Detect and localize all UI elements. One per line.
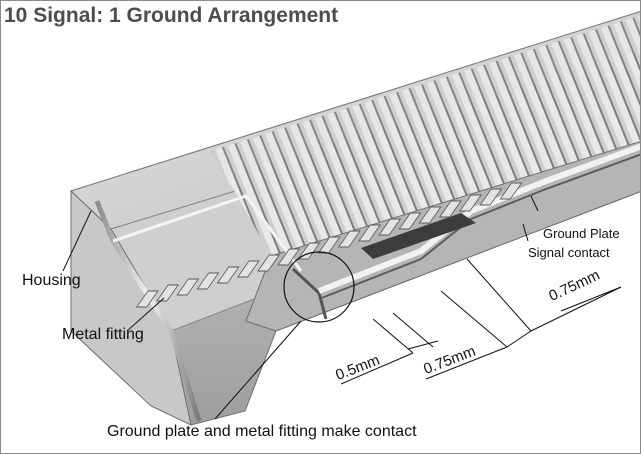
solder-tails <box>135 182 523 308</box>
label-metal-fitting: Metal fitting <box>62 326 144 343</box>
diagram-title: 10 Signal: 1 Ground Arrangement <box>4 4 339 27</box>
ground-plate <box>317 143 640 300</box>
contact-callout-circle <box>283 251 355 323</box>
dimension-lines <box>340 258 622 385</box>
label-signal-contact: Signal contact <box>528 245 610 260</box>
label-ground-plate: Ground Plate <box>543 226 620 241</box>
leader-lines <box>62 195 539 420</box>
metal-fitting-frame <box>94 194 328 422</box>
label-housing: Housing <box>22 272 81 289</box>
label-contact-note: Ground plate and metal fitting make cont… <box>107 423 417 440</box>
